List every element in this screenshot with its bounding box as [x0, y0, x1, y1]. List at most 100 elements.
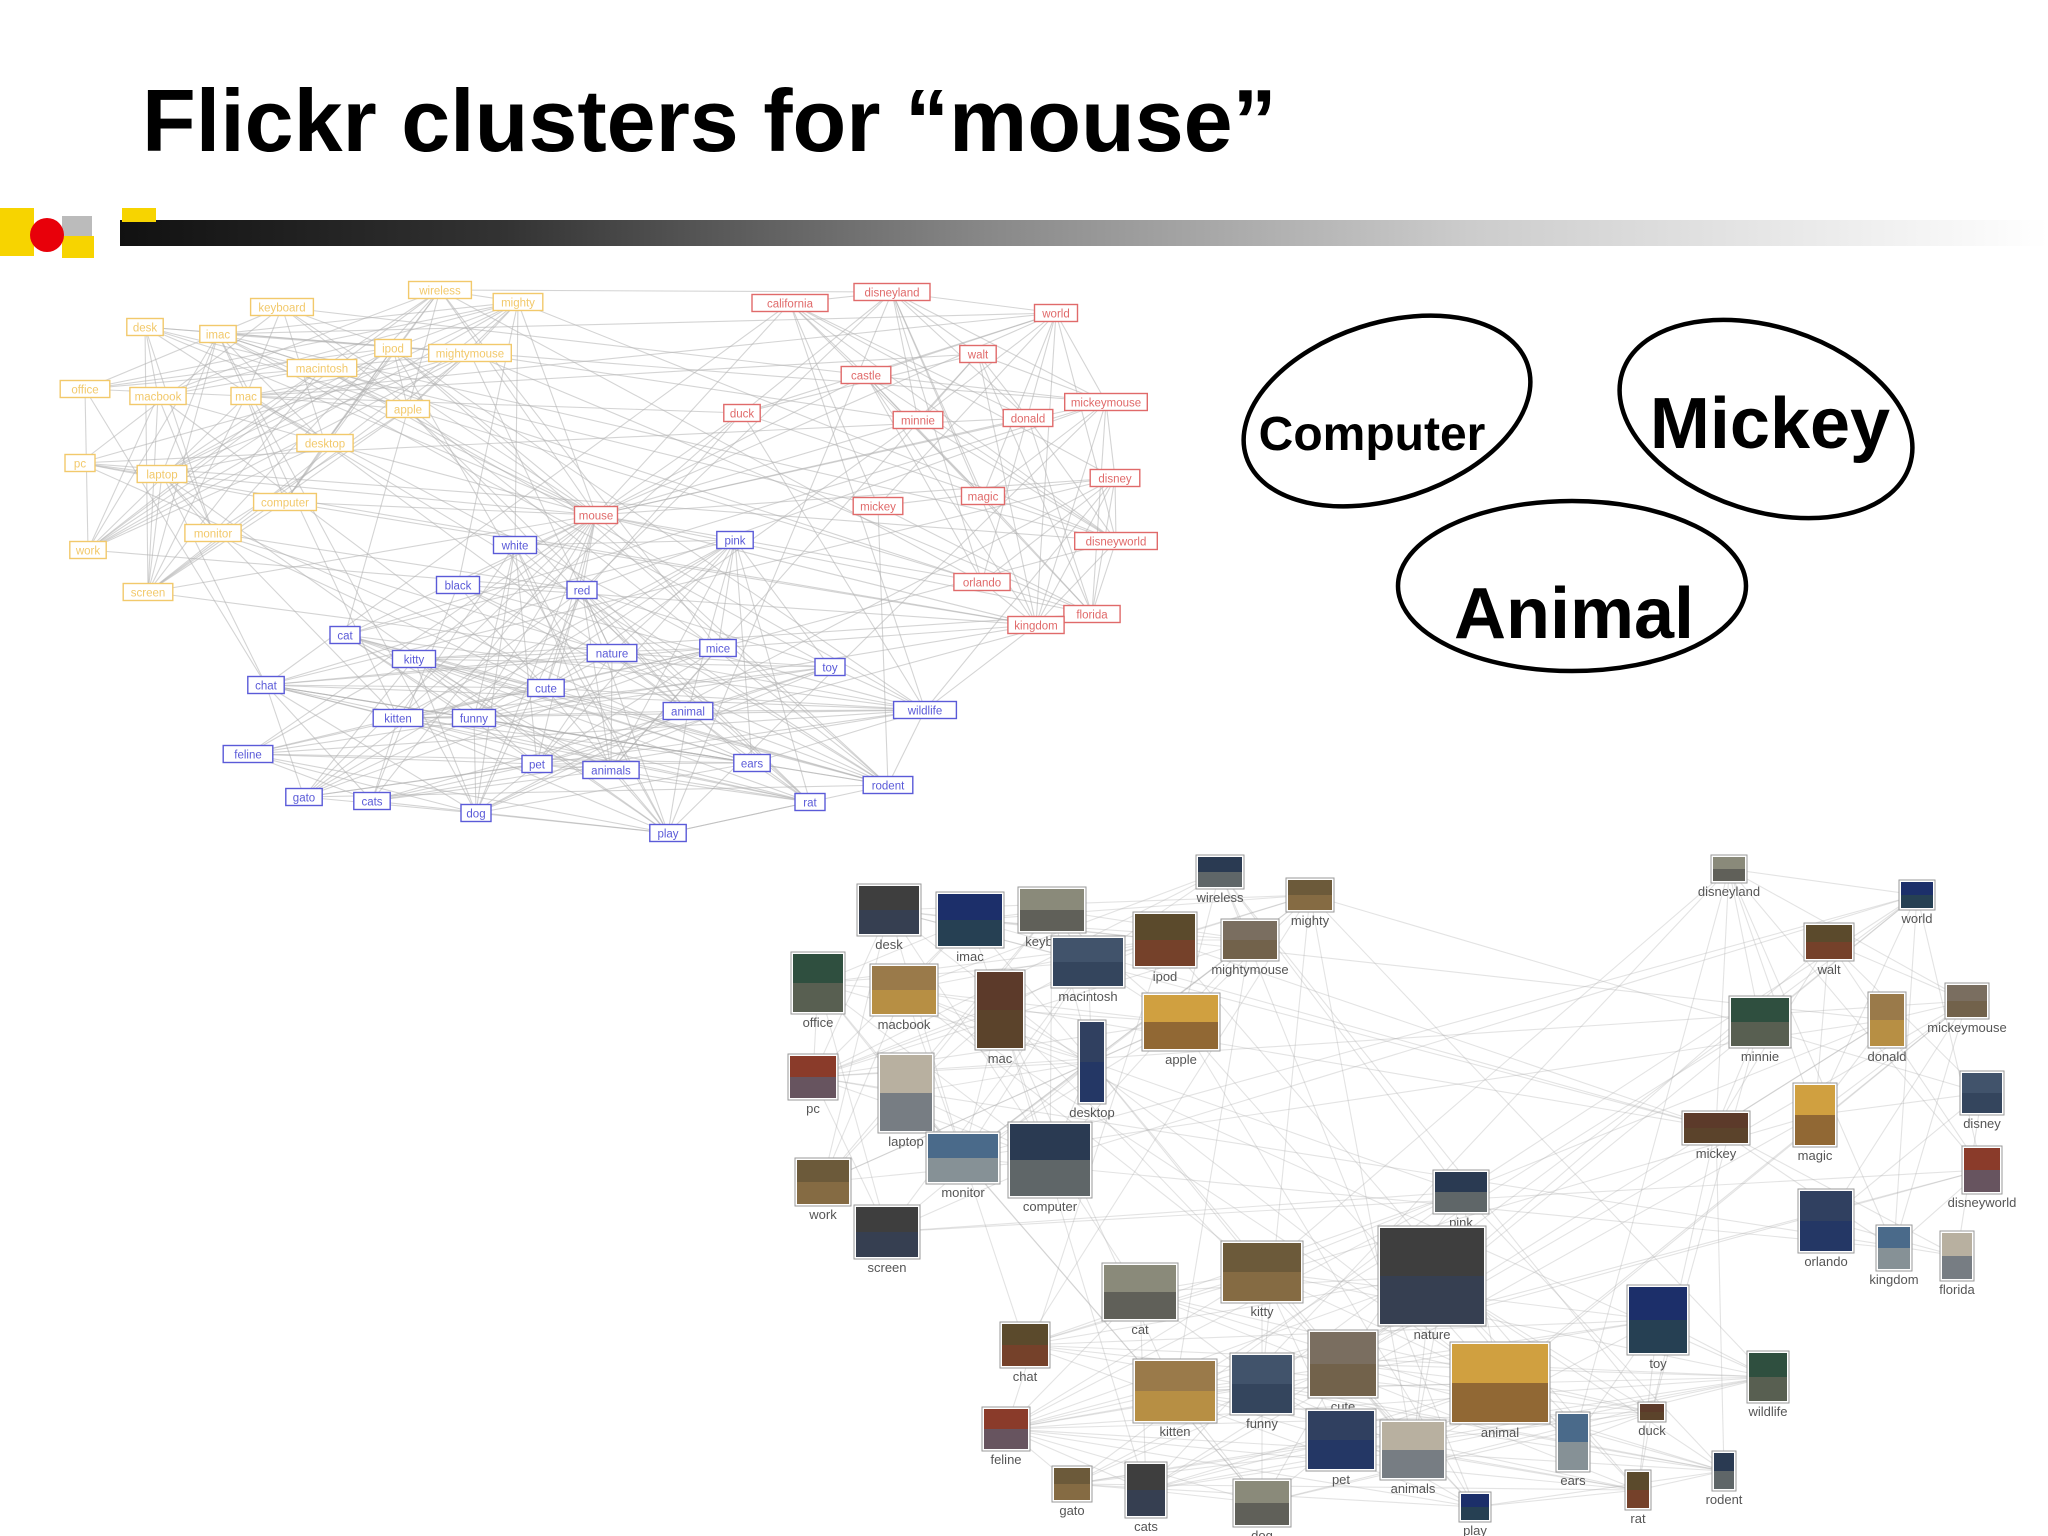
graph-edge [87, 549, 583, 591]
thumbnail-shade [1223, 1272, 1301, 1301]
image-node-feline: feline [981, 1406, 1031, 1467]
keyword-box [960, 486, 1006, 506]
graph-edge [281, 306, 889, 786]
keyword-node-dog: dog [460, 803, 492, 823]
keyword-label: ipod [382, 344, 404, 356]
keyword-node-gato: gato [285, 787, 323, 807]
graph-edge [1219, 871, 1476, 1508]
graph-edge [977, 353, 1029, 419]
image-node-desktop: desktop [1069, 1019, 1115, 1120]
graph-edge [245, 395, 719, 649]
graph-edge [977, 353, 1037, 626]
keyword-label: cute [535, 684, 557, 696]
image-label: mickeymouse [1927, 1020, 2006, 1035]
image-node-minnie: minnie [1728, 995, 1792, 1064]
image-label: computer [1023, 1199, 1078, 1214]
thumbnail-shade [1104, 1292, 1176, 1319]
graph-edge [536, 647, 719, 765]
image-node-donald: donald [1867, 991, 1907, 1064]
thumbnail-shade [797, 1182, 849, 1204]
image-label: screen [867, 1260, 906, 1275]
keyword-node-cats: cats [353, 791, 391, 811]
graph-edge [284, 501, 597, 516]
graph-edge [1637, 1470, 1725, 1491]
image-label: mightymouse [1211, 962, 1288, 977]
image-node-office: office [790, 951, 846, 1030]
cluster-ellipse [1617, 317, 1915, 521]
graph-edge [161, 289, 441, 475]
keyword-label: dog [466, 809, 485, 821]
image-label: minnie [1741, 1049, 1779, 1064]
graph-edge [1024, 894, 1311, 1346]
graph-edge [1893, 1000, 1968, 1249]
graph-edge [87, 442, 326, 551]
keyword-box [435, 575, 481, 595]
graph-edge [887, 709, 926, 786]
thumbnail-shade [1127, 1490, 1165, 1516]
graph-edge [741, 291, 893, 414]
keyword-label: walt [967, 350, 989, 362]
graph-edge [475, 544, 516, 814]
graph-edge [147, 591, 613, 654]
image-label: wireless [1196, 890, 1244, 905]
keyword-label: castle [851, 371, 881, 383]
keyword-box [853, 282, 931, 302]
graph-edge [962, 1157, 1026, 1346]
gray-square [62, 216, 92, 236]
graph-edge [161, 473, 597, 516]
keyword-node-mice: mice [699, 638, 737, 658]
thumbnail-shade [938, 920, 1002, 946]
keyword-label: laptop [146, 470, 177, 482]
keyword-box [199, 324, 237, 344]
animal-cluster-label: Animal [1395, 498, 1749, 674]
graph-edge [144, 326, 159, 397]
graph-edge [1814, 1000, 1968, 1116]
keyword-label: wildlife [907, 706, 943, 718]
graph-edge [903, 989, 1717, 1129]
cluster-label: Animal [1454, 574, 1694, 654]
graph-edge [392, 347, 597, 516]
image-label: feline [990, 1452, 1021, 1467]
image-node-cat: cat [1101, 1262, 1179, 1337]
keyword-label: office [71, 385, 98, 397]
keyword-box [733, 753, 771, 773]
image-label: cats [1134, 1519, 1158, 1534]
cluster-label: Mickey [1650, 384, 1890, 464]
keyword-box [374, 338, 412, 358]
graph-edge [344, 514, 597, 636]
graph-edge [147, 501, 286, 593]
keyword-box [286, 358, 358, 378]
graph-edge [903, 989, 1769, 1378]
thumbnail-shade [1461, 1507, 1489, 1520]
image-label: wildlife [1747, 1404, 1787, 1419]
image-label: mickey [1696, 1146, 1737, 1161]
image-node-cute: cute [1307, 1329, 1379, 1414]
image-label: kitten [1159, 1424, 1190, 1439]
thumbnail-shade [1640, 1412, 1664, 1420]
keyword-node-castle: castle [840, 365, 892, 385]
keyword-label: mighty [501, 298, 535, 310]
keyword-node-disney: disney [1089, 468, 1141, 488]
graph-edge [717, 624, 1037, 649]
graph-edge [1035, 401, 1107, 626]
keyword-label: black [445, 581, 472, 593]
keyword-node-office: office [59, 379, 111, 399]
image-node-mickeymouse: mickeymouse [1927, 982, 2007, 1035]
graph-edge [1828, 941, 1983, 1171]
graph-edge [1309, 894, 1769, 1378]
graph-edge [917, 312, 1057, 421]
graph-edge [1219, 871, 1653, 1413]
keyword-box [649, 823, 687, 843]
thumbnail-shade [1731, 1022, 1789, 1046]
image-label: pet [1332, 1472, 1350, 1487]
graph-edge [1499, 1000, 1968, 1384]
graph-edge [475, 762, 753, 814]
thumbnail-shade [1232, 1384, 1292, 1413]
keyword-node-desktop: desktop [296, 433, 354, 453]
thumbnail-shade [1714, 1471, 1734, 1489]
graph-edge [1728, 868, 1816, 1116]
keyword-node-disneyworld: disneyworld [1073, 531, 1158, 551]
graph-edge [822, 1061, 1093, 1183]
keyword-box [492, 535, 538, 555]
graph-edge [924, 477, 1116, 711]
